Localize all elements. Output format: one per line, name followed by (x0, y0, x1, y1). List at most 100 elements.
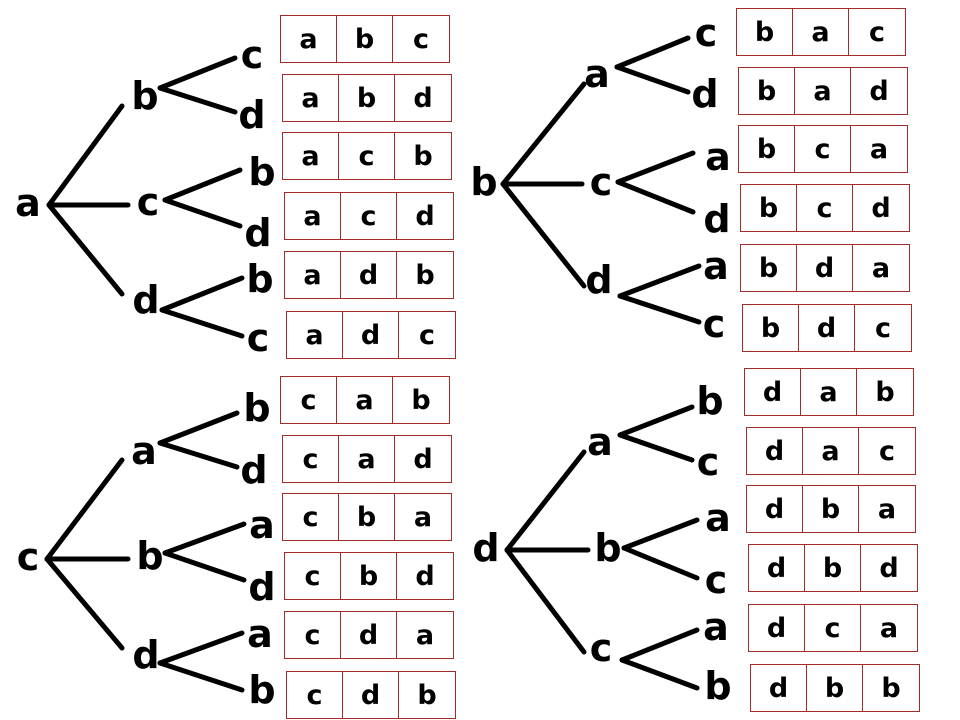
leaf-line (162, 550, 247, 583)
leaf-node: a (705, 135, 731, 179)
outcome-cell: b (741, 245, 797, 291)
outcome-cell: d (747, 428, 803, 474)
outcome-cell: b (875, 376, 895, 408)
outcome-cell: c (341, 193, 397, 239)
leaf-node: c (696, 440, 720, 484)
outcome-cell: d (879, 552, 899, 584)
leaf-node: b (248, 668, 276, 712)
tree-root-node: b (470, 160, 498, 204)
leaf-line (157, 85, 238, 115)
outcome-cell: d (751, 665, 807, 711)
branch-line (504, 449, 587, 553)
outcome-cell: d (871, 192, 891, 224)
outcome-cell: d (413, 443, 433, 475)
outcome-cell: b (739, 68, 795, 114)
leaf-line (619, 657, 700, 691)
branch-line (44, 457, 125, 562)
outcome-cell: c (418, 319, 435, 351)
leaf-line (617, 432, 695, 463)
outcome-cell: c (878, 435, 895, 467)
outcome-cell: d (415, 200, 435, 232)
outcome-cell: d (869, 75, 889, 107)
outcome-cell: d (341, 252, 397, 298)
outcome-cell: d (747, 486, 803, 532)
outcome-cell: b (803, 486, 859, 532)
tree-root-node: a (15, 181, 41, 225)
leaf-node: c (694, 11, 718, 55)
outcome-cell: b (417, 679, 437, 711)
branch-node: b (131, 74, 159, 118)
branch-line (504, 547, 587, 655)
outcome-cell: a (795, 68, 851, 114)
outcome-cell: d (341, 612, 397, 658)
branch-node: a (131, 429, 157, 473)
leaf-node: a (249, 503, 275, 547)
leaf-node: a (247, 612, 273, 656)
leaf-line (615, 179, 696, 215)
tree-root-node: c (16, 535, 40, 579)
outcome-cell: b (737, 9, 793, 55)
outcome-cell: c (285, 612, 341, 658)
outcome-cell: d (745, 369, 801, 415)
leaf-node: b (696, 379, 724, 423)
outcome-cell: b (743, 305, 799, 351)
outcome-cell: a (339, 436, 395, 482)
outcome-cell: a (803, 428, 859, 474)
leaf-line (162, 521, 247, 556)
leaf-line (157, 440, 240, 470)
leaf-node: b (246, 257, 274, 301)
leaf-line (621, 545, 700, 581)
outcome-cell: a (285, 193, 341, 239)
outcome-cell: b (411, 384, 431, 416)
branch-node: c (589, 626, 613, 670)
leaf-line (157, 660, 245, 693)
outcome-cell: d (343, 312, 399, 358)
leaf-line (619, 627, 700, 663)
outcome-cell: a (879, 612, 899, 644)
leaf-node: d (703, 197, 731, 241)
leaf-node: a (703, 244, 729, 288)
outcome-cell: c (285, 553, 341, 599)
branch-node: d (132, 278, 160, 322)
outcome-cell: b (741, 185, 797, 231)
branch-node: d (132, 633, 160, 677)
leaf-line (617, 263, 702, 299)
outcome-cell: a (413, 501, 433, 533)
outcome-cell: a (877, 493, 897, 525)
outcome-cell: d (343, 672, 399, 718)
outcome-cell: a (287, 312, 343, 358)
outcome-cell: b (415, 259, 435, 291)
outcome-cell: b (805, 545, 861, 591)
outcome-cell: b (739, 126, 795, 172)
outcome-cell: b (339, 75, 395, 121)
outcome-cell: b (339, 494, 395, 540)
branch-node: c (136, 180, 160, 224)
branch-line (500, 81, 587, 187)
outcome-cell: c (339, 133, 395, 179)
outcome-cell: a (793, 9, 849, 55)
outcome-cell: a (337, 377, 393, 423)
leaf-node: d (238, 93, 266, 137)
outcome-cell: b (807, 665, 863, 711)
leaf-line (614, 64, 691, 95)
leaf-line (159, 275, 245, 313)
outcome-cell: c (281, 377, 337, 423)
leaf-line (617, 293, 702, 325)
leaf-line (157, 630, 245, 666)
